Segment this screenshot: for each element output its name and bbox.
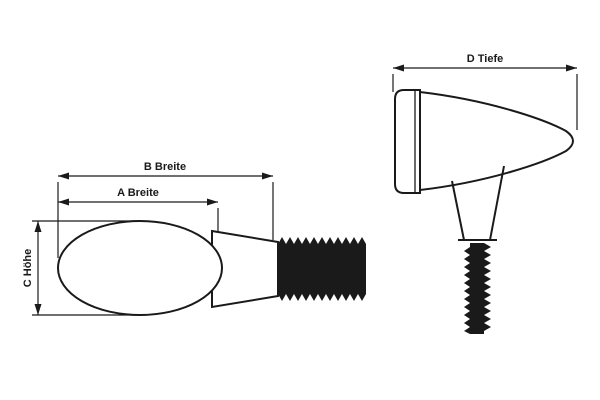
arrowhead-d-right	[566, 64, 577, 72]
threaded-bolt	[278, 237, 366, 301]
label-b-breite: B Breite	[144, 161, 186, 173]
threaded-stud	[464, 243, 491, 334]
arrowhead-a-right	[207, 198, 218, 206]
neck-left-edge	[451, 180, 465, 241]
arrowhead-d-left	[393, 64, 404, 72]
arrowhead-b-right	[262, 172, 273, 180]
arrowhead-a-left	[58, 198, 69, 206]
arrowhead-c-bottom	[34, 304, 42, 315]
arrowhead-b-left	[58, 172, 69, 180]
dimension-d-depth: D Tiefe	[392, 53, 578, 130]
label-a-breite: A Breite	[117, 187, 159, 199]
lamp-body-ellipse	[57, 220, 223, 316]
dimension-c-height: C Höhe	[22, 220, 146, 316]
side-view: B Breite A Breite C Höhe	[22, 161, 366, 316]
front-lens-cap	[394, 89, 421, 194]
label-c-hoehe: C Höhe	[22, 249, 34, 288]
label-d-tiefe: D Tiefe	[467, 53, 503, 65]
dimension-b-width: B Breite	[57, 161, 274, 258]
dimension-a-width: A Breite	[58, 187, 219, 234]
neck-right-edge	[489, 165, 505, 241]
front-view: D Tiefe	[392, 53, 578, 334]
arrowhead-c-top	[34, 221, 42, 232]
bullet-housing	[419, 90, 575, 192]
